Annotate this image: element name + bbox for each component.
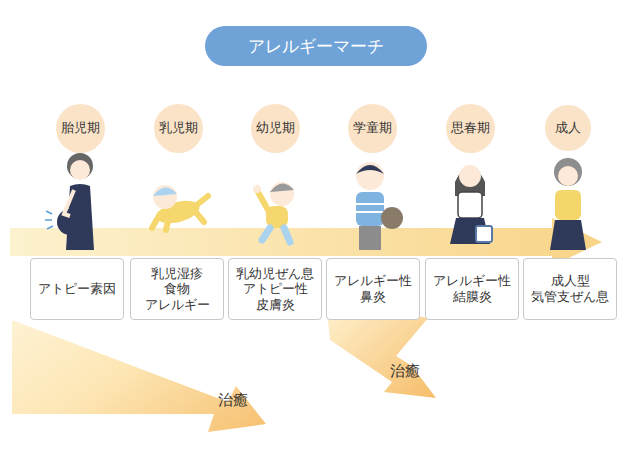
stage-circle: 学童期	[348, 104, 397, 153]
toddler	[253, 182, 294, 242]
pregnant-woman	[45, 153, 94, 250]
symptom-box: アレルギー性 結膜炎	[425, 258, 519, 320]
symptom-label: 成人型 気管支ぜん息	[530, 273, 610, 304]
stage-circle: 胎児期	[56, 104, 105, 153]
title: アレルギーマーチ	[248, 35, 384, 58]
stage-circle: 乳児期	[154, 104, 203, 153]
symptom-label: 乳児湿疹 食物 アレルギー	[137, 266, 217, 313]
symptom-label: アトピー素因	[37, 281, 117, 297]
school-boy	[356, 162, 403, 250]
symptom-box: アトピー素因	[30, 258, 124, 320]
symptom-label: アレルギー性 鼻炎	[333, 273, 413, 304]
symptom-label: 乳幼児ぜん息 アトピー性 皮膚炎	[235, 266, 315, 313]
adult-woman	[550, 158, 586, 250]
crawling-baby	[152, 185, 208, 230]
symptom-label: アレルギー性 結膜炎	[432, 273, 512, 304]
title-pill: アレルギーマーチ	[205, 26, 427, 66]
stage-circle: 成人	[545, 105, 591, 151]
symptom-box: 乳児湿疹 食物 アレルギー	[130, 258, 224, 320]
stage-circle: 思春期	[446, 104, 495, 153]
stage-label: 思春期	[451, 119, 490, 137]
stage-label: 乳児期	[159, 119, 198, 137]
symptom-box: アレルギー性 鼻炎	[326, 258, 420, 320]
stage-label: 学童期	[353, 119, 392, 137]
healing-label: 治癒	[218, 391, 248, 410]
symptom-box: 成人型 気管支ぜん息	[523, 258, 617, 320]
teen-girl	[450, 165, 492, 244]
stage-label: 胎児期	[61, 119, 100, 137]
healing-label: 治癒	[390, 362, 420, 381]
symptom-box: 乳幼児ぜん息 アトピー性 皮膚炎	[228, 258, 322, 320]
stage-circle: 幼児期	[251, 104, 300, 153]
stage-label: 幼児期	[256, 119, 295, 137]
stage-label: 成人	[555, 119, 581, 137]
